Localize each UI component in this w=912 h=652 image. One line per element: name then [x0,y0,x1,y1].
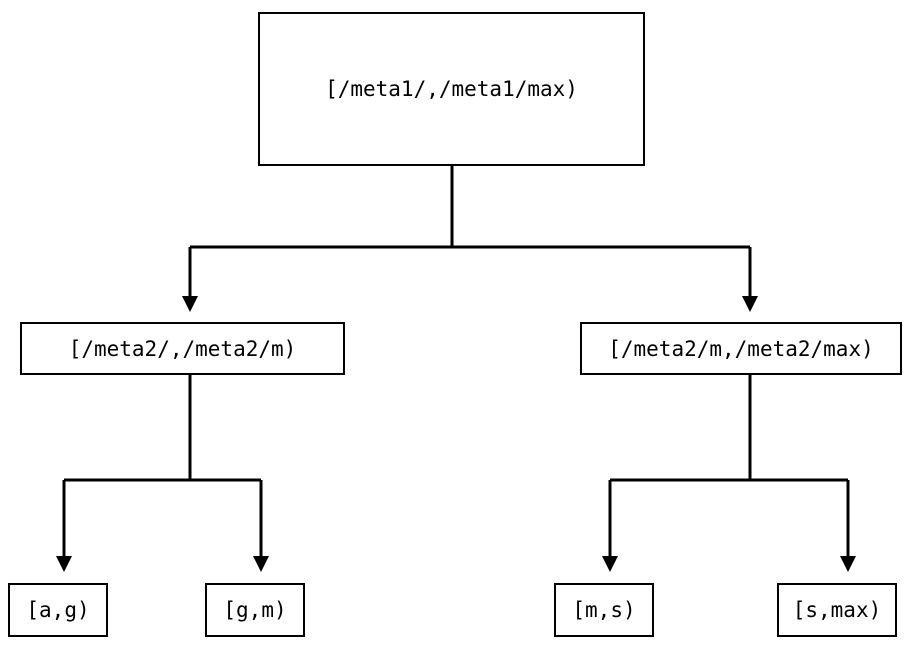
node-root-label: [/meta1/,/meta1/max) [325,77,578,101]
node-leaf-a-g[interactable]: [a,g) [8,583,108,637]
arrowhead-to-meta2-low [182,296,198,312]
node-meta2-low[interactable]: [/meta2/,/meta2/m) [20,322,345,375]
node-leaf-m-s-label: [m,s) [572,598,636,622]
arrowhead-to-leaf-ag [56,556,72,572]
arrowhead-to-meta2-high [742,296,758,312]
arrowhead-to-leaf-smax [840,556,856,572]
node-leaf-a-g-label: [a,g) [26,598,90,622]
node-leaf-s-max-label: [s,max) [792,598,882,622]
node-meta2-low-label: [/meta2/,/meta2/m) [68,336,297,361]
node-meta2-high[interactable]: [/meta2/m,/meta2/max) [580,322,902,375]
node-leaf-g-m-label: [g,m) [223,598,287,622]
arrowhead-to-leaf-gm [253,556,269,572]
node-meta2-high-label: [/meta2/m,/meta2/max) [608,336,874,361]
node-leaf-m-s[interactable]: [m,s) [554,583,654,637]
node-leaf-g-m[interactable]: [g,m) [205,583,305,637]
arrowhead-to-leaf-ms [602,556,618,572]
node-leaf-s-max[interactable]: [s,max) [777,583,897,637]
node-root[interactable]: [/meta1/,/meta1/max) [258,12,645,166]
